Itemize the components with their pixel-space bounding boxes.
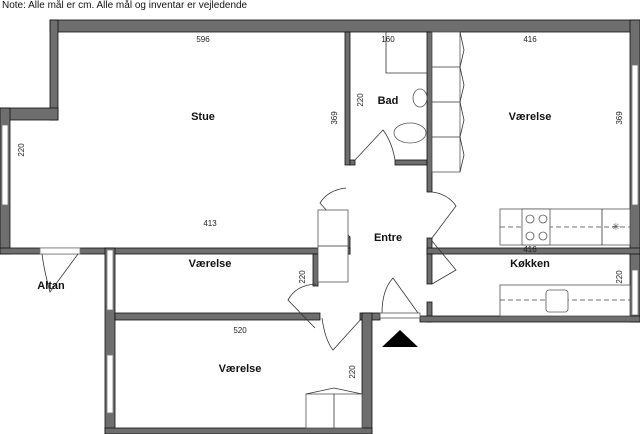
entrance-arrow-icon bbox=[382, 330, 418, 347]
dim-vaerelse-mid-width: 413 bbox=[203, 219, 217, 228]
dim-koekken-width: 416 bbox=[523, 245, 537, 254]
dim-koekken-depth: 220 bbox=[615, 270, 624, 284]
dim-stue-depth: 369 bbox=[330, 111, 339, 125]
toilet-icon bbox=[393, 122, 427, 144]
room-label-stue: Stue bbox=[191, 111, 215, 123]
dim-stue-window: 220 bbox=[17, 143, 26, 157]
dim-vaerelse-mid-depth: 220 bbox=[298, 270, 307, 284]
room-label-vaerelse-s: Værelse bbox=[219, 363, 262, 375]
room-label-bad: Bad bbox=[378, 95, 399, 107]
dim-bad-depth: 220 bbox=[356, 93, 365, 107]
dim-vaerelse-s-depth: 220 bbox=[348, 365, 357, 379]
room-label-koekken: Køkken bbox=[510, 258, 550, 270]
dim-bad-width: 160 bbox=[381, 35, 395, 44]
windows bbox=[1, 64, 639, 414]
extractor-icon: ✳ bbox=[612, 222, 620, 233]
dim-stue-width: 596 bbox=[196, 35, 210, 44]
dim-vaerelse-ne-depth: 369 bbox=[615, 111, 624, 125]
room-label-altan: Altan bbox=[37, 280, 65, 292]
dim-vaerelse-ne-width: 416 bbox=[523, 35, 537, 44]
room-label-entre: Entre bbox=[374, 232, 402, 244]
kitchen-sink-icon bbox=[545, 289, 569, 313]
sink-icon bbox=[412, 88, 428, 108]
fixtures: ✳ bbox=[305, 31, 631, 429]
room-label-vaerelse-ne: Værelse bbox=[509, 111, 552, 123]
stove-icon bbox=[521, 208, 551, 246]
room-label-vaerelse-mid: Værelse bbox=[189, 258, 232, 270]
doors bbox=[41, 129, 457, 351]
disclaimer-note: Note: Alle mål er cm. Alle mål og invent… bbox=[2, 0, 248, 11]
dim-vaerelse-s-width: 520 bbox=[233, 326, 247, 335]
